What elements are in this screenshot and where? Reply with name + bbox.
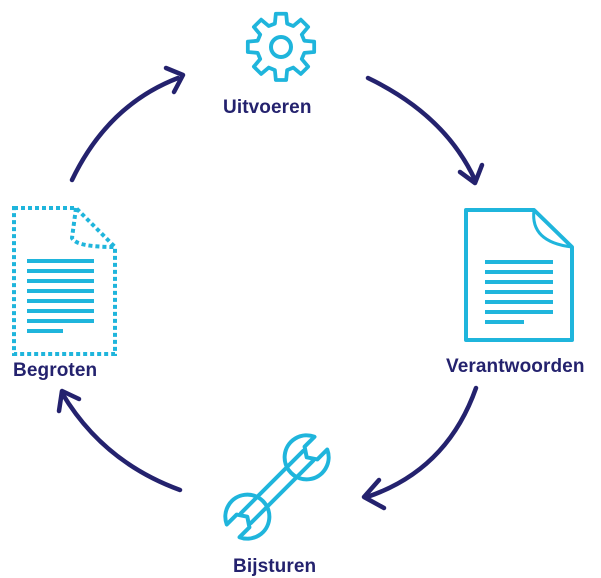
document-text-lines bbox=[485, 260, 553, 324]
arrow-begroten-to-uitvoeren bbox=[69, 65, 186, 183]
stage-label-uitvoeren: Uitvoeren bbox=[223, 97, 312, 118]
stage-label-bijsturen: Bijsturen bbox=[233, 556, 317, 577]
arrow-verantwoorden-to-bijsturen bbox=[361, 385, 479, 511]
cycle-arrows bbox=[56, 65, 485, 511]
draft-document-icon bbox=[12, 206, 117, 356]
draft-document-text-lines bbox=[27, 259, 94, 333]
gear-icon bbox=[245, 11, 317, 82]
arrow-uitvoeren-to-verantwoorden bbox=[365, 75, 485, 186]
document-icon bbox=[464, 208, 574, 342]
wrench-icon bbox=[223, 433, 331, 541]
arrow-bijsturen-to-begroten bbox=[56, 388, 183, 493]
stage-label-verantwoorden: Verantwoorden bbox=[446, 356, 585, 377]
stage-label-begroten: Begroten bbox=[13, 360, 98, 381]
